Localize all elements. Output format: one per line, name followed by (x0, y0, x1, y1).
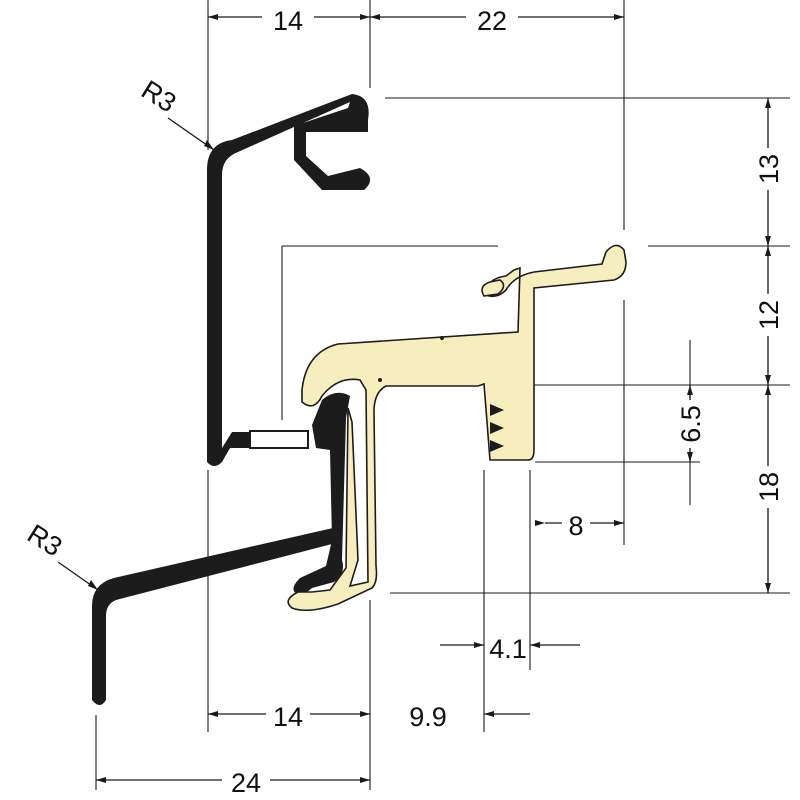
radius-upper-label: R3 (136, 75, 181, 119)
dimension-labels: 14 22 13 12 18 6.5 8 4.1 14 9.9 24 R3 R3 (22, 4, 784, 798)
dark-profile (92, 94, 371, 705)
dim-overall-width: 24 (231, 768, 261, 798)
insert-profile (287, 244, 627, 612)
dim-bottom-gap: 9.9 (409, 702, 447, 732)
dim-top-right-width: 22 (477, 6, 507, 36)
dim-bottom-left-width: 14 (273, 702, 303, 732)
radius-lower-label: R3 (22, 519, 67, 563)
dim-lip-width: 4.1 (489, 634, 527, 664)
dim-inner-height: 6.5 (676, 405, 706, 443)
dimension-lines (57, 16, 769, 781)
dimension-arrows (88, 14, 771, 783)
dim-right-top-height: 13 (754, 154, 784, 184)
dim-right-bottom-height: 18 (754, 472, 784, 502)
dim-top-left-width: 14 (273, 6, 303, 36)
dim-right-mid-height: 12 (754, 300, 784, 330)
extension-lines (95, 0, 790, 790)
spacer-tab (249, 430, 309, 449)
dim-inner-width: 8 (568, 511, 583, 541)
